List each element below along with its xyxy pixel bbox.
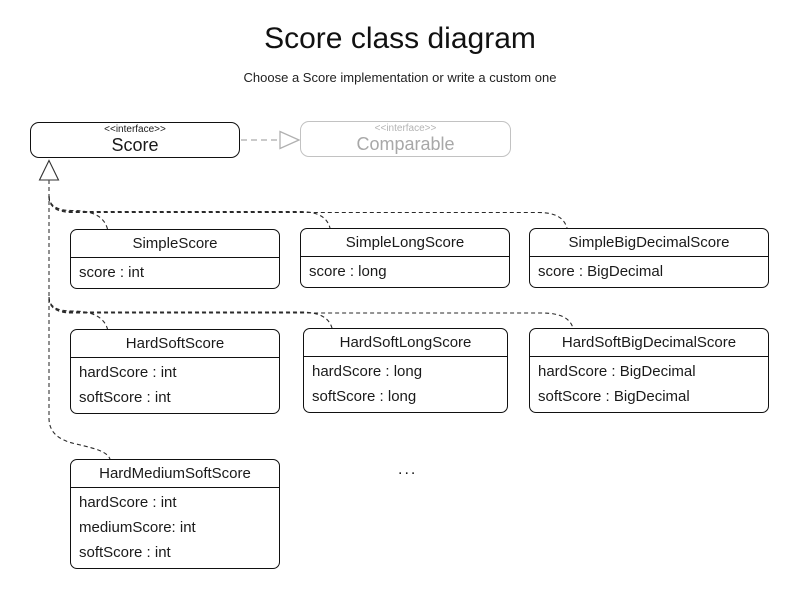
class-simplelongscore-box: SimpleLongScore score : long (300, 228, 510, 288)
class-attribute: score : int (79, 264, 145, 281)
connector-hardmediumsoftscore (48, 417, 111, 460)
class-hardsoftlongscore-box: HardSoftLongScore hardScore : long softS… (303, 328, 508, 413)
class-attributes: score : long (301, 257, 509, 287)
class-attribute: mediumScore: int (79, 519, 196, 536)
class-attribute: hardScore : long (312, 363, 423, 380)
interface-score-box: <<interface>> Score (30, 122, 240, 158)
class-attribute: softScore : int (79, 544, 171, 561)
extends-arrowhead-icon (279, 130, 301, 150)
class-attributes: hardScore : int mediumScore: int softSco… (71, 488, 279, 568)
class-name: HardSoftLongScore (304, 329, 507, 357)
class-attributes: hardScore : BigDecimal softScore : BigDe… (530, 357, 768, 412)
class-hardsoftbigdecimalscore-box: HardSoftBigDecimalScore hardScore : BigD… (529, 328, 769, 413)
more-implementations-ellipsis: ... (398, 461, 418, 478)
class-simplebigdecimalscore-box: SimpleBigDecimalScore score : BigDecimal (529, 228, 769, 288)
page-subtitle: Choose a Score implementation or write a… (243, 70, 557, 85)
comparable-stereotype: <<interface>> (374, 122, 437, 134)
class-name: HardSoftBigDecimalScore (530, 329, 768, 357)
class-attribute: hardScore : int (79, 494, 177, 511)
class-attribute: hardScore : BigDecimal (538, 363, 696, 380)
class-name: SimpleBigDecimalScore (530, 229, 768, 257)
connector-hardsoftbigdecimalscore (48, 297, 574, 329)
connector-simplebigdecimalscore (48, 196, 568, 229)
class-attribute: score : long (309, 263, 387, 280)
score-stereotype: <<interface>> (104, 123, 166, 135)
class-name: HardMediumSoftScore (71, 460, 279, 488)
class-hardmediumsoftscore-box: HardMediumSoftScore hardScore : int medi… (70, 459, 280, 569)
class-attribute: hardScore : int (79, 364, 177, 381)
comparable-name: Comparable (356, 134, 455, 155)
class-name: HardSoftScore (71, 330, 279, 358)
class-name: SimpleScore (71, 230, 279, 258)
class-attribute: softScore : long (312, 388, 417, 405)
class-attributes: hardScore : long softScore : long (304, 357, 507, 412)
interface-comparable-box: <<interface>> Comparable (300, 121, 511, 157)
class-attribute: softScore : BigDecimal (538, 388, 690, 405)
class-attribute: score : BigDecimal (538, 263, 664, 280)
class-hardsoftscore-box: HardSoftScore hardScore : int softScore … (70, 329, 280, 414)
class-name: SimpleLongScore (301, 229, 509, 257)
class-attributes: score : int (71, 258, 279, 288)
class-attributes: hardScore : int softScore : int (71, 358, 279, 413)
page-title: Score class diagram (264, 22, 536, 55)
class-attributes: score : BigDecimal (530, 257, 768, 287)
score-name: Score (111, 135, 159, 156)
class-simplescore-box: SimpleScore score : int (70, 229, 280, 289)
realization-arrowhead-icon (38, 159, 60, 181)
class-attribute: softScore : int (79, 389, 171, 406)
